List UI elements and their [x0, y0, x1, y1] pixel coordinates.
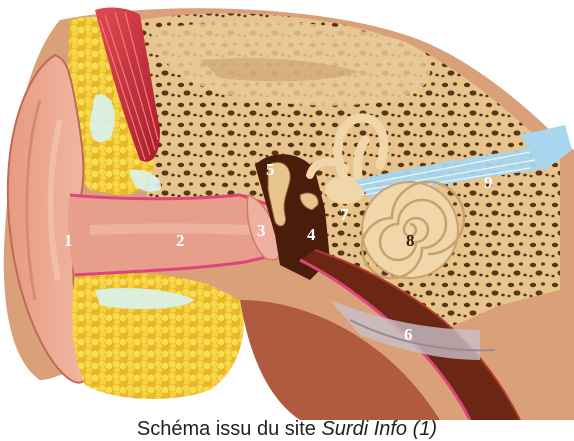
label-6: 6: [404, 325, 413, 344]
caption-source-link[interactable]: Surdi Info (1): [321, 418, 437, 440]
caption-prefix: Schéma issu du site: [137, 418, 322, 440]
label-4: 4: [307, 225, 316, 244]
label-5: 5: [266, 160, 275, 179]
label-8: 8: [406, 231, 415, 250]
label-9: 9: [484, 173, 493, 192]
label-3: 3: [257, 221, 266, 240]
label-7: 7: [340, 205, 349, 224]
label-2: 2: [176, 231, 185, 250]
label-1: 1: [64, 231, 73, 250]
figure-caption: Schéma issu du site Surdi Info (1): [0, 418, 574, 441]
ear-anatomy-illustration: 1 2 3 4 5 6 7 8 9: [0, 0, 574, 420]
